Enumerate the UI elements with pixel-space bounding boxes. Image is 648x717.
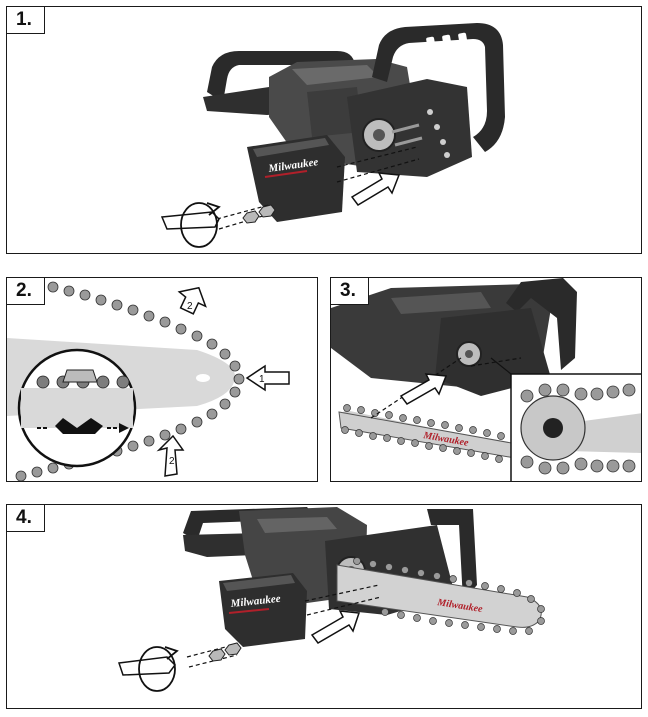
step-4-panel: 4. Milwaukee Milwaukee <box>6 504 642 709</box>
pull-arrow-bottom: 2 <box>156 434 185 477</box>
step-3-illustration: Milwaukee <box>331 278 641 481</box>
bar-nut <box>242 210 260 224</box>
step-2-label: 2. <box>7 278 45 305</box>
step-1-panel: 1. Milwaukee <box>6 6 642 254</box>
front-handguard <box>427 509 477 601</box>
step-1-illustration: Milwaukee <box>160 23 505 248</box>
pull-arrow-bottom-label: 2 <box>169 456 175 467</box>
bar-nut <box>224 642 242 656</box>
step-2-illustration: 1 2 2 <box>7 278 290 481</box>
sprocket-detail-inset <box>490 357 641 481</box>
wrench <box>117 656 176 676</box>
front-handguard <box>506 278 577 370</box>
direction-arrow <box>399 373 448 405</box>
step-4-illustration: Milwaukee Milwaukee <box>117 507 545 692</box>
bar-nut <box>258 204 276 218</box>
chain-direction-detail <box>17 348 137 468</box>
push-arrow-label: 1 <box>259 374 265 385</box>
motor-housing-highlight <box>292 65 379 85</box>
cover-brand-logo: Milwaukee <box>229 593 281 610</box>
push-arrow: 1 <box>245 364 290 392</box>
step-3-label: 3. <box>331 278 369 305</box>
sprocket-cover <box>247 135 345 222</box>
step-1-label: 1. <box>7 7 45 34</box>
rotation-arrow <box>180 202 218 248</box>
rotation-arrow <box>138 646 176 692</box>
bar-nut <box>208 648 226 662</box>
front-handguard <box>372 23 505 152</box>
step-2-panel: 2. 1 2 2 <box>6 277 318 482</box>
pull-arrow-top: 2 <box>177 286 207 315</box>
step-4-label: 4. <box>7 505 45 532</box>
pull-arrow-top-label: 2 <box>187 301 193 312</box>
direction-arrow <box>350 172 401 206</box>
step-3-panel: 3. Milwaukee <box>330 277 642 482</box>
direction-arrow <box>310 610 361 644</box>
